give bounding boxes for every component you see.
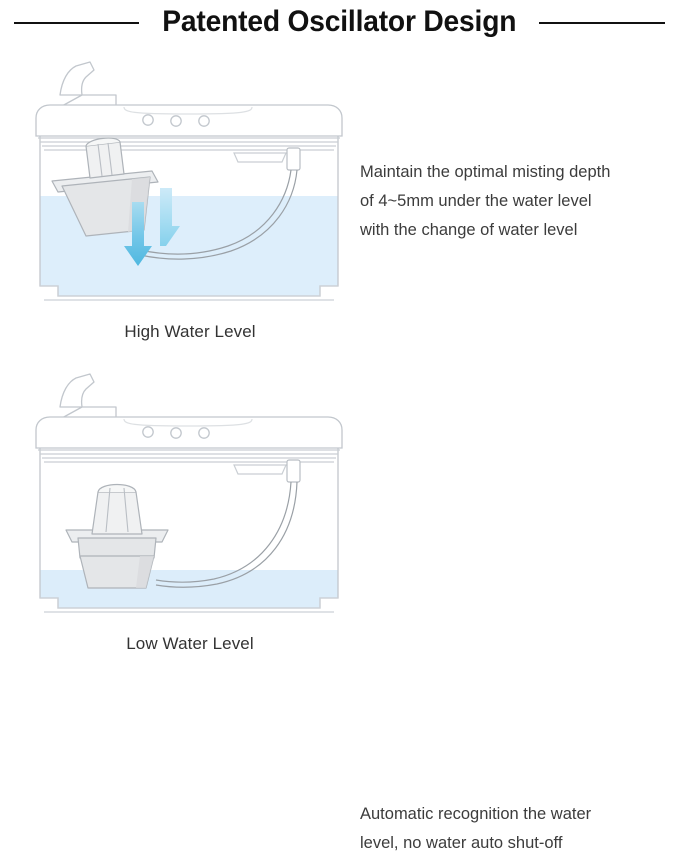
control-holes [142,114,210,127]
nozzle-plate [233,464,287,475]
control-hole-1 [142,426,154,438]
water-flow-arrow-dark [124,202,152,266]
description-line: of 4~5mm under the water level [360,192,592,210]
header-rule-right [539,22,666,24]
diagram-low-water [28,362,352,632]
page-title: Patented Oscillator Design [162,5,516,38]
control-hole-2 [170,427,182,439]
description-high-water: Maintain the optimal misting depth of 4~… [360,158,672,245]
header-rule-left [13,22,139,24]
section-high-water: High Water Level Maintain the optimal mi… [0,50,679,350]
description-low-water: Automatic recognition the water level, n… [360,800,672,858]
tube-connector [286,459,301,483]
control-hole-1 [142,114,154,126]
page-header: Patented Oscillator Design [0,0,679,44]
section-low-water: Low Water Level Automatic recognition th… [0,362,679,852]
description-line: Automatic recognition the water [360,805,592,823]
nozzle-plate [233,152,287,163]
tank-base [40,597,338,613]
supply-tube [139,169,298,260]
description-line: level, no water auto shut-off [360,834,563,852]
water-fill-low [40,570,338,608]
water-flow-arrow-light [152,188,180,246]
supply-tube [155,481,298,588]
tube-connector [286,147,301,171]
caption-low-water: Low Water Level [126,634,254,653]
caption-high-water: High Water Level [124,322,256,341]
mist-spout [59,373,117,419]
humidifier-illustration-high [35,61,343,301]
control-hole-3 [198,427,210,439]
oscillator-float-low [65,483,169,589]
control-hole-3 [198,115,210,127]
top-lid [35,416,343,449]
humidifier-illustration-low [35,373,343,613]
control-hole-2 [170,115,182,127]
lid-rim-bands [38,449,340,463]
tank-base [40,285,338,301]
diagram-high-water [28,50,352,320]
top-lid [35,104,343,137]
description-line: Maintain the optimal misting depth [360,163,611,181]
control-holes [142,426,210,439]
mist-spout [59,61,117,107]
description-line: with the change of water level [360,221,578,239]
